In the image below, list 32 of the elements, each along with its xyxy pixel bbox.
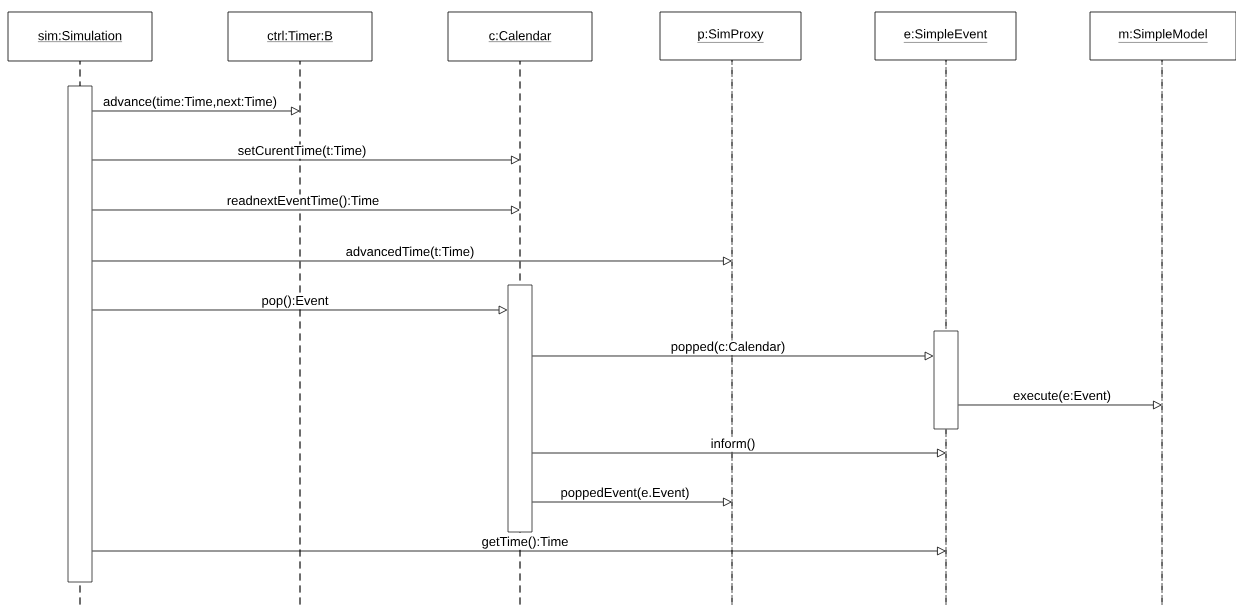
message-arrow [531,448,946,458]
message-label: execute(e:Event) [1012,389,1112,404]
message-label: getTime():Time [480,535,570,550]
message-arrow [531,351,934,361]
object-box: sim:Simulation [7,11,153,62]
lifeline [1161,59,1163,605]
activation-bar [507,284,533,533]
message-label: inform() [709,437,757,452]
object-box: m:SimpleModel [1089,11,1236,61]
message-label: advancedTime(t:Time) [344,245,476,260]
message-arrow [91,546,946,556]
message-label: pop():Event [260,294,330,309]
message-arrow [91,155,520,165]
lifeline [299,60,301,605]
object-box: e:SimpleEvent [874,11,1017,61]
activation-bar [67,85,93,583]
object-box: c:Calendar [447,11,593,62]
message-arrow [91,205,520,215]
message-arrow [91,305,508,315]
message-label: advance(time:Time,next:Time) [102,95,278,110]
message-arrow [957,400,1162,410]
message-label: poppedEvent(e.Event) [559,486,691,501]
message-label: popped(c:Calendar) [669,340,787,355]
message-arrow [91,106,300,116]
object-box: p:SimProxy [659,11,802,61]
message-arrow [531,497,732,507]
message-label: readnextEventTime():Time [225,194,381,209]
lifeline [731,59,733,605]
message-arrow [91,256,732,266]
activation-bar [933,330,959,430]
object-box: ctrl:Timer:B [227,11,373,62]
message-label: setCurentTime(t:Time) [236,144,368,159]
